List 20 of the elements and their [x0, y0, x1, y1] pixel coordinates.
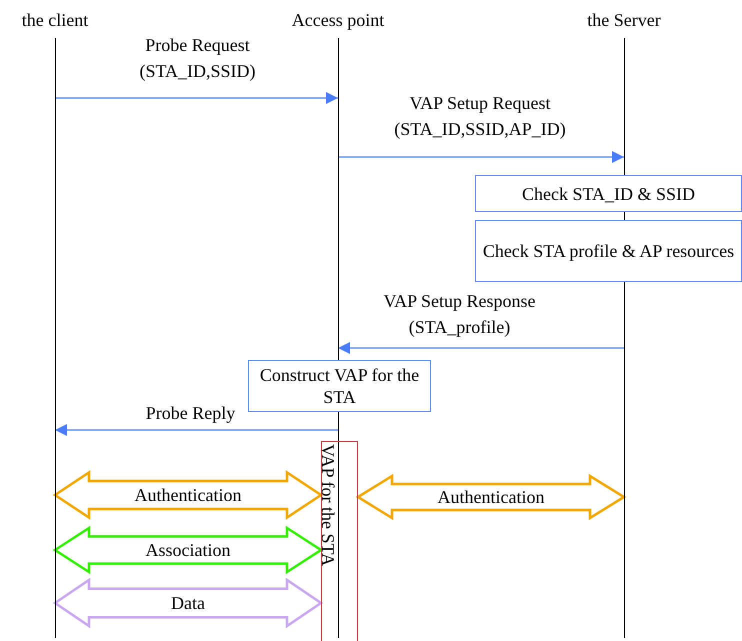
double-arrow: [52, 526, 324, 574]
edge-label: Probe Request (STA_ID,SSID): [138, 34, 257, 83]
message-arrow: [55, 92, 338, 104]
message-arrow: [338, 342, 624, 354]
double-arrow: [356, 474, 626, 520]
double-arrow: [52, 470, 324, 520]
process-box: Check STA profile & AP resources: [475, 220, 742, 282]
edge-label: VAP Setup Response (STA_profile): [382, 290, 536, 339]
edge-label: Data: [170, 592, 206, 615]
double-arrow: [52, 578, 324, 628]
message-arrow: [55, 424, 338, 436]
edge-label: Authentication: [134, 484, 242, 507]
activation-label: VAP for the STA: [317, 444, 339, 566]
message-arrow: [338, 151, 624, 163]
edge-label: Association: [144, 539, 232, 562]
process-box: Construct VAP for the STA: [248, 360, 431, 412]
edge-label: Authentication: [436, 486, 546, 509]
process-box: Check STA_ID & SSID: [475, 175, 742, 212]
edge-label: Probe Reply: [144, 402, 236, 425]
edge-label: VAP Setup Request (STA_ID,SSID,AP_ID): [393, 92, 567, 141]
